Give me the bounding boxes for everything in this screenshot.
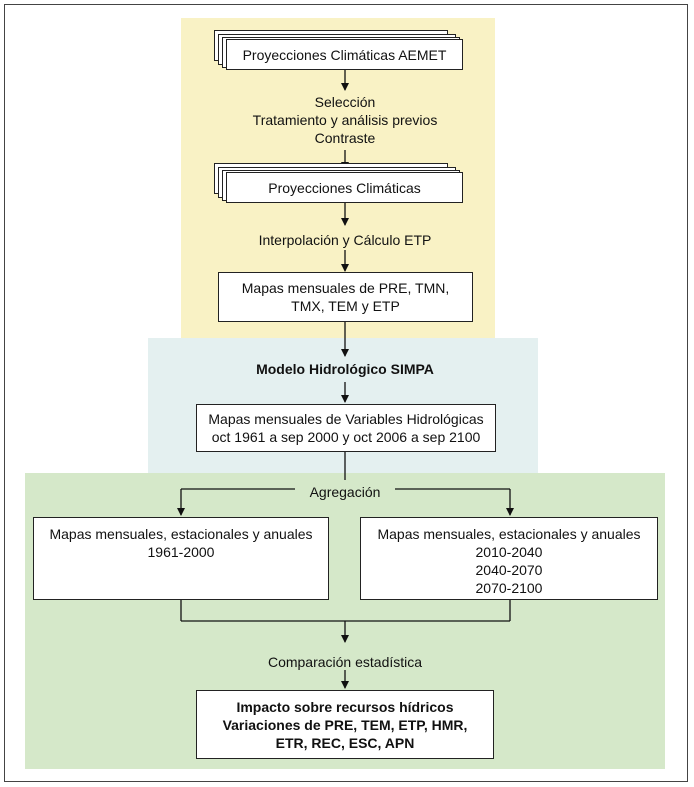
- statistical-comparison-label: Comparación estadística: [267, 654, 423, 670]
- hydrological-maps-line-1: Mapas mensuales de Variables Hidrológica…: [208, 411, 484, 427]
- climate-projections-box: Proyecciones Climáticas: [226, 172, 463, 203]
- impact-title: Impacto sobre recursos hídricos: [236, 698, 454, 715]
- historical-maps-line-1: Mapas mensuales, estacionales y anuales: [49, 526, 313, 542]
- monthly-maps-line-1: Mapas mensuales de PRE, TMN,: [241, 280, 450, 296]
- aemet-projections-box: Proyecciones Climáticas AEMET: [226, 39, 463, 70]
- impact-line-3: ETR, REC, ESC, APN: [275, 734, 415, 751]
- hydrological-maps-box: Mapas mensuales de Variables Hidrológica…: [196, 404, 496, 452]
- future-period-1: 2010-2040: [475, 544, 543, 560]
- step-contrast: Contraste: [314, 130, 376, 146]
- monthly-maps-box: Mapas mensuales de PRE, TMN, TMX, TEM y …: [218, 272, 473, 322]
- climate-projections-label: Proyecciones Climáticas: [268, 179, 421, 196]
- impact-box: Impacto sobre recursos hídricos Variacio…: [196, 690, 494, 759]
- monthly-maps-line-2: TMX, TEM y ETP: [291, 298, 400, 314]
- historical-maps-period: 1961-2000: [147, 544, 215, 560]
- future-period-3: 2070-2100: [475, 580, 543, 596]
- figure-frame: [4, 4, 688, 782]
- future-maps-box: Mapas mensuales, estacionales y anuales …: [360, 517, 658, 600]
- step-treatment: Tratamiento y análisis previos: [252, 112, 438, 128]
- interpolation-step: Interpolación y Cálculo ETP: [258, 232, 432, 248]
- selection-step: Selección Tratamiento y análisis previos…: [195, 93, 495, 147]
- hydrological-maps-line-2: oct 1961 a sep 2000 y oct 2006 a sep 210…: [211, 429, 481, 445]
- impact-line-2: Variaciones de PRE, TEM, ETP, HMR,: [222, 716, 468, 733]
- future-period-2: 2040-2070: [475, 562, 543, 578]
- aggregation-label: Agregación: [309, 484, 381, 500]
- historical-maps-box: Mapas mensuales, estacionales y anuales …: [33, 517, 329, 600]
- future-maps-line-1: Mapas mensuales, estacionales y anuales: [377, 526, 641, 542]
- simpa-model-title: Modelo Hidrológico SIMPA: [256, 361, 434, 377]
- step-selection: Selección: [314, 94, 376, 110]
- aemet-projections-label: Proyecciones Climáticas AEMET: [242, 46, 447, 63]
